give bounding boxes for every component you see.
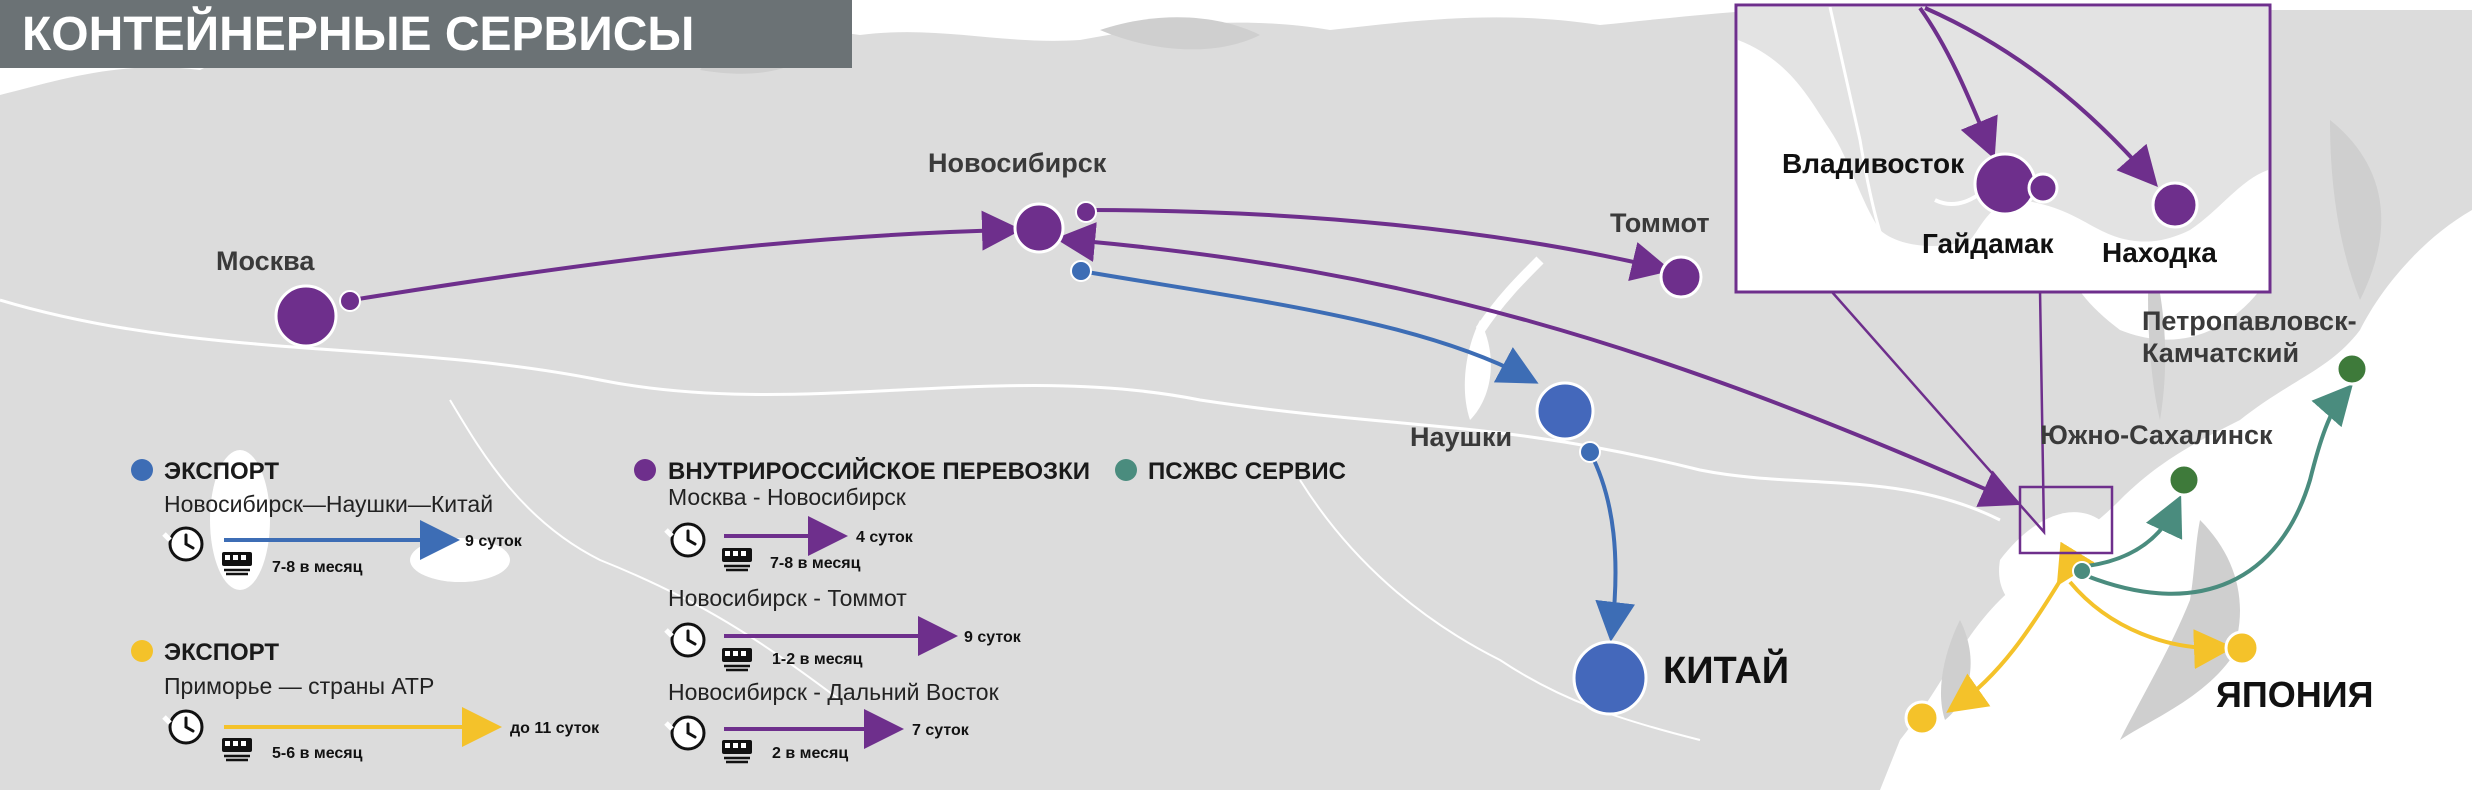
naushki-start-dot <box>1579 441 1601 463</box>
petropavlovsk-label-2: Камчатский <box>2142 338 2299 368</box>
gaydamak-label: Гайдамак <box>1922 228 2055 259</box>
naushki-label: Наушки <box>1410 422 1512 452</box>
legend-export-apr: ЭКСПОРТ Приморье — страны АТР до 11 суто… <box>131 639 600 762</box>
moscow-dot <box>274 284 338 348</box>
train-icon <box>220 550 254 576</box>
legend-dot-icon <box>131 459 153 481</box>
novosibirsk-blue-dot <box>1070 260 1092 282</box>
page-title: КОНТЕЙНЕРНЫЕ СЕРВИСЫ <box>22 6 694 61</box>
yuzhno-label: Южно-Сахалинск <box>2040 420 2273 450</box>
korea-dot <box>1904 700 1940 736</box>
legend-pszhvs-title: ПСЖВС СЕРВИС <box>1148 458 1346 485</box>
gaydamak-dot <box>2027 172 2059 204</box>
legend-domestic-route-1: Москва - Новосибирск <box>668 484 907 510</box>
petropavlovsk-label-1: Петропавловск- <box>2142 306 2357 336</box>
legend-pszhvs: ПСЖВС СЕРВИС <box>1115 458 1346 485</box>
inset-route-nakhodka <box>1924 6 2158 187</box>
tommot-label: Томмот <box>1610 208 1710 238</box>
yuzhno-dot <box>2167 463 2201 497</box>
legend-domestic-duration-1: 4 суток <box>856 529 914 546</box>
legend-export-china: ЭКСПОРТ Новосибирск—Наушки—Китай 9 суток… <box>131 458 523 576</box>
pszhvs-hub-dot <box>2072 561 2092 581</box>
naushki-dot <box>1535 381 1595 441</box>
vladivostok-label: Владивосток <box>1782 148 1965 179</box>
china-dot <box>1572 640 1648 716</box>
legend-domestic-frequency-1: 7-8 в месяц <box>770 555 861 572</box>
legend: ЭКСПОРТ Новосибирск—Наушки—Китай 9 суток… <box>131 457 1346 764</box>
legend-dot-icon <box>1115 459 1137 481</box>
legend-export-apr-duration: до 11 суток <box>510 720 600 737</box>
primorye-inset: Владивосток Гайдамак Находка <box>1734 3 2272 555</box>
legend-domestic-title: ВНУТРИРОССИЙСКОЕ ПЕРЕВОЗКИ <box>668 457 1090 485</box>
moscow-start-dot <box>339 290 361 312</box>
legend-export-china-frequency: 7-8 в месяц <box>272 559 363 576</box>
inset-route-vladivostok <box>1918 6 1998 160</box>
novosibirsk-dot <box>1013 202 1065 254</box>
route-novosibirsk-fareast <box>1055 222 2021 507</box>
legend-domestic-duration-3: 7 суток <box>912 722 970 739</box>
route-pszhvs-kamchatka <box>2086 383 2353 596</box>
train-icon <box>720 546 754 572</box>
legend-dot-icon <box>131 640 153 662</box>
legend-export-china-title: ЭКСПОРТ <box>164 458 279 485</box>
legend-export-china-route: Новосибирск—Наушки—Китай <box>164 491 493 517</box>
japan-dot <box>2224 630 2260 666</box>
route-pszhvs-sakhalin <box>2086 495 2183 568</box>
route-novosibirsk-naushki <box>1080 269 1539 384</box>
train-icon <box>720 738 754 764</box>
novosibirsk-label: Новосибирск <box>928 148 1107 178</box>
train-icon <box>720 646 754 672</box>
city-nodes: Москва Новосибирск Томмот Наушки КИТАЙ Ю… <box>216 148 2374 736</box>
route-moscow-novosibirsk <box>351 210 1022 302</box>
legend-domestic-frequency-2: 1-2 в месяц <box>772 651 863 668</box>
legend-domestic-frequency-3: 2 в месяц <box>772 745 848 762</box>
route-naushki-china <box>1588 451 1636 642</box>
petropavlovsk-dot <box>2335 352 2369 386</box>
train-icon <box>220 736 254 762</box>
japan-label: ЯПОНИЯ <box>2216 674 2374 715</box>
legend-export-apr-route: Приморье — страны АТР <box>164 673 434 699</box>
legend-domestic: ВНУТРИРОССИЙСКОЕ ПЕРЕВОЗКИ Москва - Ново… <box>634 457 1090 764</box>
legend-export-apr-frequency: 5-6 в месяц <box>272 745 363 762</box>
header: КОНТЕЙНЕРНЫЕ СЕРВИСЫ <box>0 0 852 68</box>
legend-domestic-duration-2: 9 суток <box>964 629 1022 646</box>
china-label: КИТАЙ <box>1663 647 1789 692</box>
legend-export-china-duration: 9 суток <box>465 533 523 550</box>
legend-domestic-route-3: Новосибирск - Дальний Восток <box>668 679 1000 705</box>
legend-dot-icon <box>634 459 656 481</box>
novosibirsk-start-dot <box>1075 201 1097 223</box>
nakhodka-dot <box>2151 181 2199 229</box>
legend-domestic-route-2: Новосибирск - Томмот <box>668 585 907 611</box>
legend-export-apr-title: ЭКСПОРТ <box>164 639 279 666</box>
moscow-label: Москва <box>216 246 315 276</box>
tommot-dot <box>1659 255 1703 299</box>
vladivostok-dot <box>1973 152 2037 216</box>
nakhodka-label: Находка <box>2102 237 2217 268</box>
route-primorye-korea <box>1946 541 2095 713</box>
routes <box>351 208 2353 713</box>
